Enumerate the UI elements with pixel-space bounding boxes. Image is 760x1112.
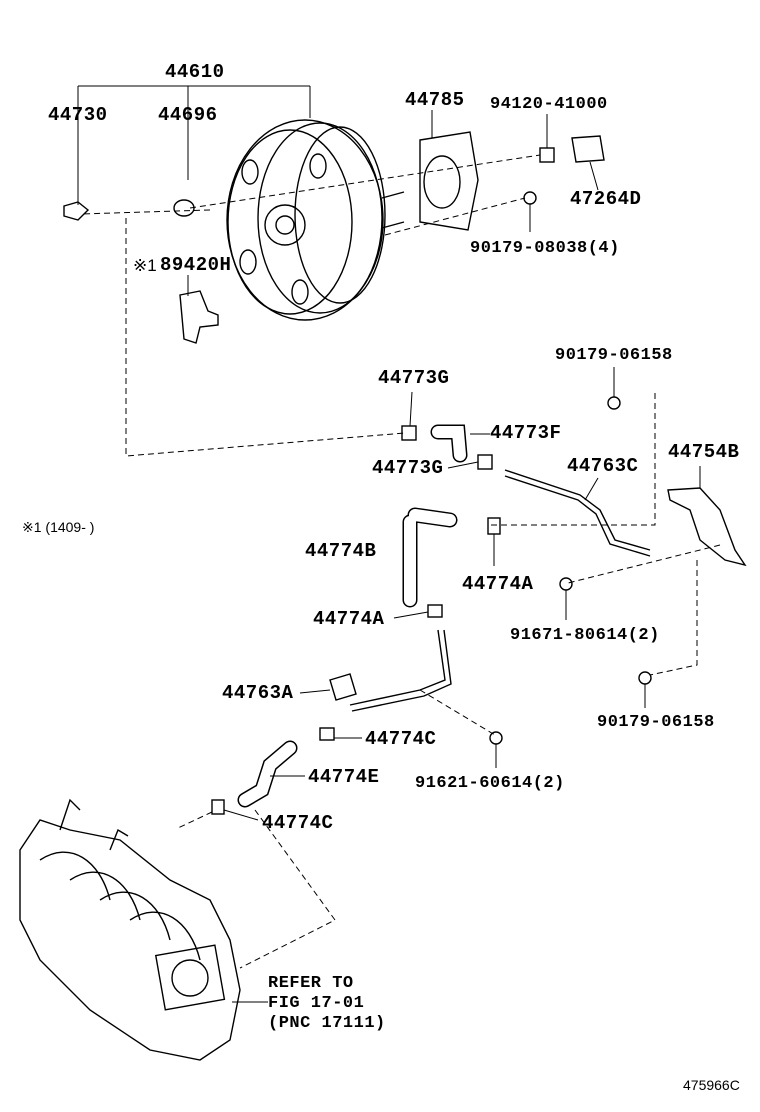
- label-44773G-mid: 44773G: [372, 457, 444, 479]
- label-89420H-marker: ※1: [133, 256, 157, 275]
- nut-90179-06158-bottom: [638, 671, 652, 685]
- bolt-91671-80614: [559, 577, 573, 591]
- label-44785: 44785: [405, 89, 465, 111]
- check-valve-44730: [63, 201, 90, 221]
- brake-booster: [226, 119, 405, 321]
- nut-90179-08038: [523, 191, 537, 205]
- leader-44610: [77, 85, 311, 205]
- label-44763C: 44763C: [567, 455, 639, 477]
- label-44774E: 44774E: [308, 766, 380, 788]
- label-44774C-bottom: 44774C: [262, 812, 334, 834]
- label-44696: 44696: [158, 104, 218, 126]
- bolt-91621-60614: [489, 731, 503, 745]
- illustration-id: 475966C: [683, 1077, 740, 1093]
- label-90179-08038: 90179-08038(4): [470, 239, 620, 258]
- clip-44774A-right: [487, 517, 501, 535]
- nut-94120: [539, 147, 555, 163]
- label-44774A-left: 44774A: [313, 608, 385, 630]
- sensor-89420H: [179, 290, 219, 344]
- label-44610: 44610: [165, 61, 225, 83]
- gasket-44785: [419, 110, 479, 231]
- label-90179-06158-bottom: 90179-06158: [597, 713, 715, 732]
- label-89420H: 89420H: [160, 254, 232, 276]
- hose-44774E: [239, 742, 296, 806]
- refer-line-1: REFER TO: [268, 974, 354, 993]
- bracket-47264D: [571, 135, 605, 163]
- label-44773G-top: 44773G: [378, 367, 450, 389]
- label-44774B: 44774B: [305, 540, 377, 562]
- grommet-44696: [173, 199, 195, 217]
- clip-44774C-top: [319, 727, 335, 741]
- label-94120-41000: 94120-41000: [490, 95, 608, 114]
- hose-44773F: [432, 426, 466, 461]
- label-90179-06158-top: 90179-06158: [555, 346, 673, 365]
- intake-manifold: [19, 798, 268, 1061]
- refer-line-2: FIG 17-01: [268, 994, 365, 1013]
- label-91621-60614: 91621-60614(2): [415, 774, 565, 793]
- clip-44774A-left: [427, 604, 443, 618]
- label-44774C-top: 44774C: [365, 728, 437, 750]
- label-44773F: 44773F: [490, 422, 562, 444]
- label-44754B: 44754B: [668, 441, 740, 463]
- label-91671-80614: 91671-80614(2): [510, 626, 660, 645]
- bracket-44754B: [667, 487, 747, 567]
- label-44774A-right: 44774A: [462, 573, 534, 595]
- clip-44773G-mid: [477, 454, 493, 470]
- refer-line-3: (PNC 17111): [268, 1014, 386, 1033]
- bracket-44763A: [329, 673, 357, 701]
- label-44763A: 44763A: [222, 682, 294, 704]
- clip-44773G-top: [401, 425, 417, 441]
- nut-90179-06158-top: [607, 396, 621, 410]
- hose-44774B: [404, 509, 456, 606]
- applicability-note: ※1 (1409- ): [22, 519, 95, 535]
- clip-44774C-bottom: [211, 799, 225, 815]
- label-44730: 44730: [48, 104, 108, 126]
- label-47264D: 47264D: [570, 188, 642, 210]
